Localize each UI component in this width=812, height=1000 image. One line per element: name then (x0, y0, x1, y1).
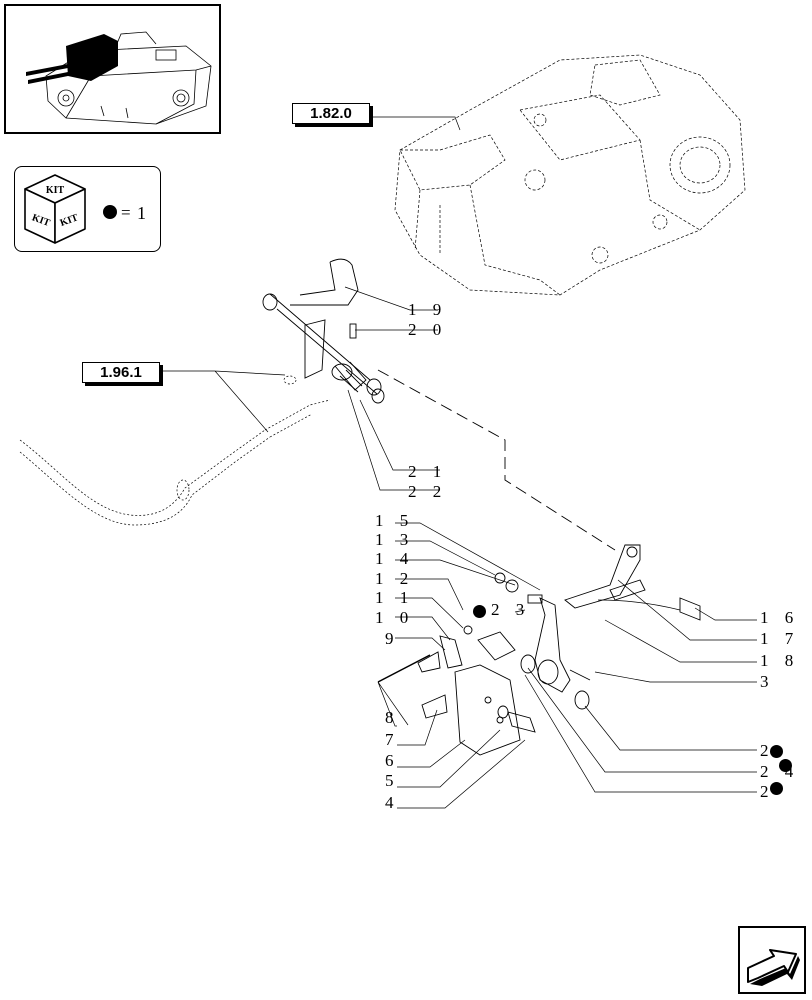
cable-phantom (19, 375, 331, 526)
part-15-lever (564, 544, 641, 609)
part-8-stud (377, 654, 431, 683)
callout-2b-dot-icon (770, 780, 783, 798)
callout-11: 1 1 (375, 588, 415, 607)
kit-top-label: KIT (46, 185, 65, 196)
link-line (377, 369, 616, 551)
part-5-washer (497, 705, 509, 719)
callout-15: 1 5 (375, 511, 415, 530)
callout-10: 1 0 (375, 608, 415, 627)
callout-23-dot-icon (473, 603, 486, 621)
callout-7: 7 (385, 730, 400, 749)
kit-equals: = (121, 203, 131, 222)
callout-4: 4 (385, 793, 400, 812)
part-19-lever-shaft (262, 258, 382, 396)
leader-lines (160, 116, 757, 809)
part-7-spring (421, 694, 448, 719)
callout-23: 2 3 (491, 600, 531, 619)
callout-2a-dot-icon (770, 743, 783, 761)
callout-8: 8 (385, 708, 400, 727)
next-page-button[interactable] (738, 926, 806, 994)
part-20-pin (349, 323, 357, 339)
part-8-nut (417, 651, 441, 673)
kit-value: 1 (137, 203, 146, 223)
callout-2b: 2 (760, 782, 775, 801)
part-11-washer (463, 625, 473, 635)
part-16-block (679, 597, 701, 621)
arrow-icon (747, 949, 800, 986)
callout-5: 5 (385, 771, 400, 790)
part-3-pin (569, 669, 591, 681)
housing-phantom (394, 54, 746, 296)
part-9-plate (439, 635, 463, 669)
reference-box-1-82-0[interactable]: 1.82.0 (292, 103, 370, 124)
part-10-bush (477, 631, 516, 661)
callout-13: 1 3 (375, 530, 415, 549)
callout-19: 1 9 (408, 300, 448, 319)
callout-21: 2 1 (408, 462, 448, 481)
callout-12: 1 2 (375, 569, 415, 588)
callout-24-dot-icon (779, 757, 792, 775)
assembly-thumbnail (4, 4, 221, 134)
part-21-ring (371, 388, 385, 404)
part-22-fitting (331, 361, 367, 393)
callout-9: 9 (385, 629, 400, 648)
callout-2a: 2 (760, 741, 775, 760)
part-2-bushing-a (520, 654, 536, 674)
callout-17: 1 7 (760, 629, 800, 648)
kit-legend: KIT KIT KIT = 1 (14, 166, 161, 252)
callout-14: 1 4 (375, 549, 415, 568)
reference-box-1-96-1[interactable]: 1.96.1 (82, 362, 160, 383)
part-2-bushing-b (574, 690, 590, 710)
part-23-pin (527, 594, 543, 604)
callout-6: 6 (385, 751, 400, 770)
thumbnail-drawing (26, 31, 212, 125)
part-14-washer (505, 579, 519, 593)
part-4-bolt (507, 711, 536, 733)
callout-3: 3 (760, 672, 775, 691)
kit-dot-icon (103, 205, 117, 219)
callout-16: 1 6 (760, 608, 800, 627)
part-18-rod (597, 599, 681, 611)
callout-22: 2 2 (408, 482, 448, 501)
callout-20: 2 0 (408, 320, 448, 339)
part-17-spring (609, 579, 646, 601)
callout-18: 1 8 (760, 651, 800, 670)
part-main-lever (534, 597, 571, 693)
kit-cube-icon: KIT KIT KIT = 1 (24, 174, 146, 244)
